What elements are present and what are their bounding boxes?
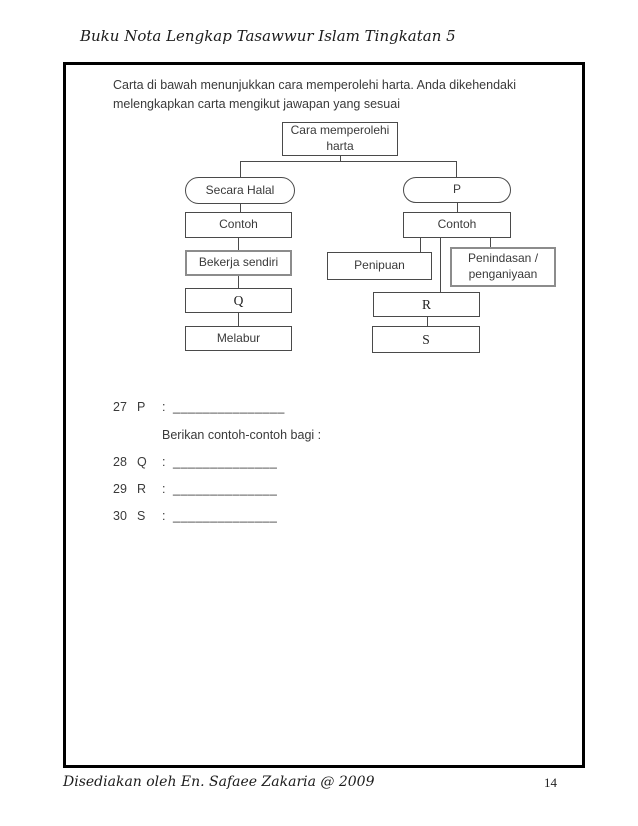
connector-right-3	[440, 238, 441, 292]
contoh-left-box: Contoh	[185, 212, 292, 238]
question-blank: ______________	[173, 455, 278, 469]
content-border	[63, 62, 585, 768]
question-blank: _______________	[173, 400, 285, 414]
question-letter: S	[137, 509, 146, 523]
questions-intro: Berikan contoh-contoh bagi :	[162, 428, 322, 442]
question-number: 30	[113, 509, 127, 523]
connector-branch-horizontal	[240, 161, 457, 162]
question-row-30: 30 S : ______________	[113, 509, 277, 523]
page-number: 14	[544, 775, 557, 790]
question-letter: Q	[137, 455, 147, 469]
r-box: R	[373, 292, 480, 317]
instruction-text: Carta di bawah menunjukkan cara memperol…	[113, 78, 517, 112]
connector-root-stub	[340, 156, 341, 161]
question-colon: :	[162, 509, 166, 523]
connector-right-4	[490, 238, 491, 247]
root-box-label: Cara memperolehi harta	[290, 123, 390, 153]
question-letter: P	[137, 400, 146, 414]
bekerja-sendiri-box: Bekerja sendiri	[185, 250, 292, 276]
connector-left-4	[238, 313, 239, 326]
root-box: Cara memperolehi harta	[282, 122, 398, 156]
question-number: 27	[113, 400, 127, 414]
question-colon: :	[162, 482, 166, 496]
connector-right-drop	[456, 161, 457, 177]
question-row-27: 27 P : _______________	[113, 400, 285, 414]
book-title: Buku Nota Lengkap Tasawwur Islam Tingkat…	[80, 27, 456, 45]
question-row-29: 29 R : ______________	[113, 482, 277, 496]
connector-right-5	[427, 317, 428, 326]
contoh-right-label: Contoh	[437, 217, 477, 232]
footer-credit: Disediakan oleh En. Safaee Zakaria @ 200…	[63, 774, 375, 790]
s-box: S	[372, 326, 480, 353]
penindasan-box: Penindasan / penganiyaan	[450, 247, 556, 287]
stadium-secara-halal-label: Secara Halal	[205, 182, 275, 197]
melabur-box: Melabur	[185, 326, 292, 351]
q-box-label: Q	[233, 292, 244, 308]
connector-left-2	[238, 238, 239, 250]
question-letter: R	[137, 482, 147, 496]
connector-left-drop	[240, 161, 241, 177]
connector-left-1	[240, 204, 241, 212]
bekerja-sendiri-label: Bekerja sendiri	[198, 255, 279, 270]
connector-left-3	[238, 276, 239, 288]
penipuan-label: Penipuan	[354, 258, 405, 273]
penindasan-label: Penindasan / penganiyaan	[467, 251, 539, 281]
question-colon: :	[162, 455, 166, 469]
stadium-secara-halal: Secara Halal	[185, 177, 295, 204]
connector-right-2	[420, 238, 421, 252]
r-box-label: R	[421, 296, 431, 312]
melabur-label: Melabur	[216, 330, 261, 345]
question-number: 28	[113, 455, 127, 469]
contoh-right-box: Contoh	[403, 212, 511, 238]
contoh-left-label: Contoh	[219, 217, 258, 232]
q-box: Q	[185, 288, 292, 313]
connector-right-1	[457, 203, 458, 212]
stadium-p-label: P	[452, 182, 461, 197]
question-row-28: 28 Q : ______________	[113, 455, 277, 469]
s-box-label: S	[422, 331, 430, 347]
question-blank: ______________	[173, 509, 278, 523]
stadium-p: P	[403, 177, 511, 203]
question-colon: :	[162, 400, 166, 414]
question-number: 29	[113, 482, 127, 496]
penipuan-box: Penipuan	[327, 252, 432, 280]
question-blank: ______________	[173, 482, 278, 496]
